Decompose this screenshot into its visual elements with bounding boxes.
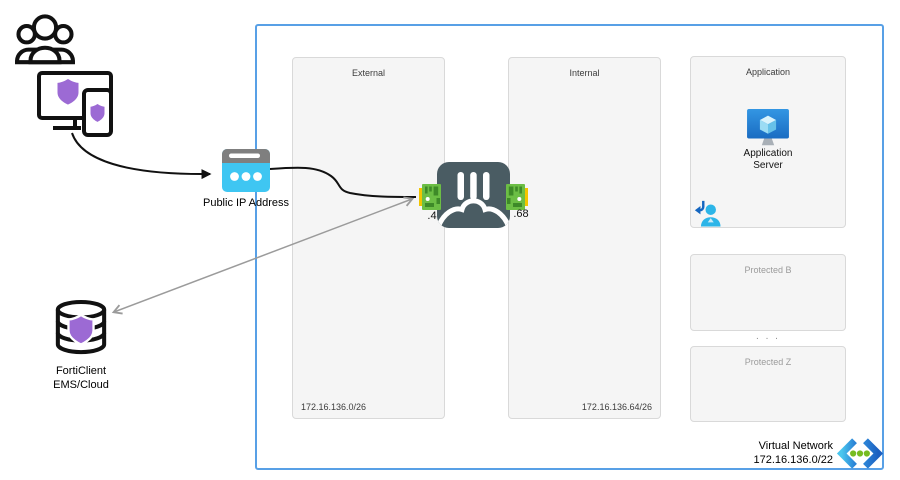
application-server-label: Application Server [743, 148, 793, 171]
protected-devices [36, 68, 114, 143]
nic-icon [506, 184, 528, 210]
nic-icon [419, 184, 441, 210]
virtual-network-labels: Virtual Network 172.16.136.0/22 [698, 439, 833, 467]
forticlient-ems-label-line2: EMS/Cloud [53, 379, 109, 391]
subnet-application-label: Application [745, 67, 791, 77]
users-icon [15, 14, 75, 65]
fortigate-external-nic [419, 184, 441, 215]
fortigate-external-ip: .4 [427, 210, 437, 222]
forticlient-ems-label: FortiClient EMS/Cloud [26, 364, 136, 392]
virtual-network-cidr: 172.16.136.0/22 [753, 454, 833, 466]
fortigate-firewall [437, 162, 510, 233]
subnet-external-cidr: 172.16.136.0/26 [301, 402, 367, 412]
virtual-network-icon [836, 438, 884, 469]
public-ip-node [222, 149, 270, 197]
subnet-external-label: External [351, 68, 386, 78]
forticlient-ems-label-line1: FortiClient [55, 365, 107, 377]
subnet-external: External 172.16.136.0/26 [292, 57, 445, 419]
person-arrow-icon [694, 200, 721, 227]
public-ip-label: Public IP Address [202, 197, 289, 209]
subnet-application: Application [690, 56, 846, 228]
application-server-icon [747, 109, 789, 146]
virtual-network-node [836, 438, 884, 474]
forticlient-ems-node [54, 299, 108, 362]
public-ip-icon [222, 149, 270, 192]
user-access [693, 199, 721, 232]
fortigate-icon [437, 162, 510, 228]
subnet-protected-z-label: Protected Z [744, 357, 792, 367]
subnet-internal: Internal 172.16.136.64/26 [508, 57, 661, 419]
fortigate-internal-nic [506, 184, 528, 215]
subnet-protected-z: Protected Z [690, 346, 846, 422]
virtual-network-label: Virtual Network [758, 440, 833, 452]
application-server-node [747, 109, 789, 154]
subnet-internal-cidr: 172.16.136.64/26 [581, 402, 652, 412]
subnet-protected-b-label: Protected B [744, 265, 792, 275]
subnet-protected-b: Protected B [690, 254, 846, 331]
database-shield-icon [55, 299, 107, 355]
subnet-internal-label: Internal [569, 68, 600, 78]
fortigate-internal-ip: .68 [513, 208, 529, 220]
external-users [14, 13, 76, 72]
more-subnets-indicator: . . . [756, 331, 780, 342]
devices-shield-icon [37, 71, 113, 137]
